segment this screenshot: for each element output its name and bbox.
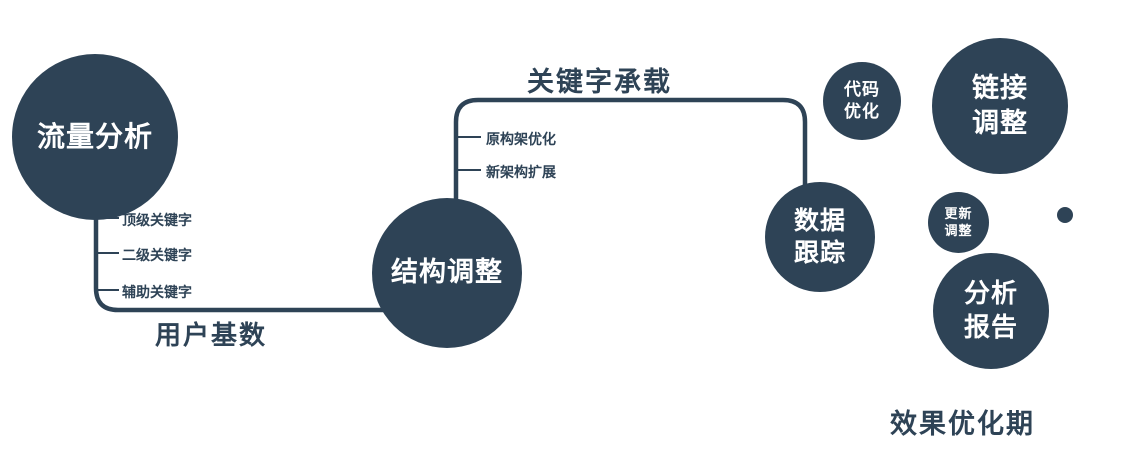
connector-user-base — [93, 190, 385, 313]
node-data-tracking: 数据 跟踪 — [765, 182, 875, 292]
node-data-tracking-line1: 数据 — [793, 206, 846, 235]
node-code-optimize-line2: 优化 — [844, 102, 880, 121]
node-data-tracking-line2: 跟踪 — [793, 239, 846, 267]
tick-label-new-structure: 新架构扩展 — [486, 164, 556, 180]
node-link-adjust-line1: 链接 — [972, 72, 1028, 103]
node-code-optimize: 代码 优化 — [823, 62, 901, 140]
node-link-adjust: 链接 调整 — [932, 38, 1068, 174]
node-analysis-report: 分析 报告 — [933, 253, 1049, 369]
node-update-adjust-line1: 更新 — [944, 205, 973, 221]
connector-keyword — [453, 97, 808, 212]
node-structure-adjust: 结构调整 — [372, 198, 522, 348]
node-update-adjust-line2: 调整 — [944, 222, 973, 238]
footer-label-effect-phase: 效果优化期 — [890, 409, 1035, 439]
node-traffic-analysis-label: 流量分析 — [36, 120, 153, 152]
node-analysis-report-line2: 报告 — [963, 312, 1018, 342]
tick-label-top-keyword: 顶级关键字 — [122, 212, 192, 228]
tick-label-original-structure: 原构架优化 — [486, 131, 556, 147]
node-traffic-analysis: 流量分析 — [12, 54, 178, 220]
node-code-optimize-line1: 代码 — [844, 79, 880, 99]
node-structure-adjust-label: 结构调整 — [391, 257, 503, 288]
edge-label-user-base: 用户基数 — [155, 320, 268, 350]
small-dot-node — [1057, 207, 1073, 223]
node-update-adjust: 更新 调整 — [928, 192, 989, 253]
node-analysis-report-line1: 分析 — [963, 278, 1018, 309]
tick-label-aux-keyword: 辅助关键字 — [122, 284, 192, 300]
edge-label-keyword-carry: 关键字承载 — [527, 67, 672, 97]
node-link-adjust-line2: 调整 — [972, 108, 1028, 138]
tick-label-second-keyword: 二级关键字 — [122, 247, 192, 263]
